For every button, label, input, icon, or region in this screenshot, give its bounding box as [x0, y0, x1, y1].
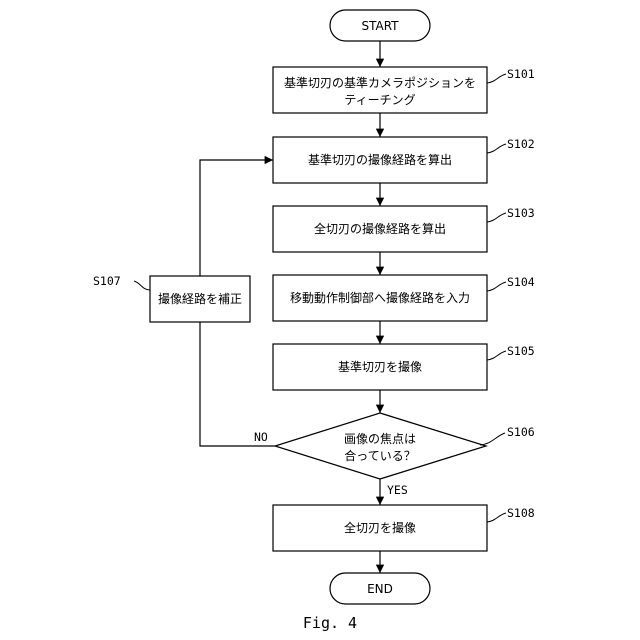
step-s101-line2: ティーチング — [344, 93, 415, 107]
step-id-s107: S107 — [93, 274, 121, 288]
step-id-s101: S101 — [507, 67, 535, 81]
leader-s101 — [487, 74, 506, 83]
leader-s104 — [487, 282, 506, 291]
decision-s106-line2: 合っている？ — [344, 448, 415, 463]
step-id-s105: S105 — [507, 344, 535, 358]
step-s105-text: 基準切刃を撮像 — [338, 359, 422, 374]
decision-s106: 画像の焦点は 合っている？ — [275, 413, 486, 479]
start-label: START — [361, 19, 399, 33]
step-s103: 全切刃の撮像経路を算出 — [273, 206, 487, 252]
step-s102-text: 基準切刃の撮像経路を算出 — [308, 152, 452, 167]
leader-s102 — [487, 144, 506, 153]
figure-caption: Fig. 4 — [303, 614, 357, 632]
step-s101: 基準切刃の基準カメラポジションを ティーチング — [273, 67, 487, 113]
step-s103-text: 全切刃の撮像経路を算出 — [314, 221, 446, 236]
step-s107: 撮像経路を補正 — [150, 276, 250, 322]
step-s101-line1: 基準切刃の基準カメラポジションを — [284, 75, 476, 90]
step-s108: 全切刃を撮像 — [273, 505, 487, 551]
start-terminal: START — [330, 10, 430, 41]
step-s104-text: 移動動作制御部へ撮像経路を入力 — [290, 290, 470, 305]
step-s104: 移動動作制御部へ撮像経路を入力 — [273, 275, 487, 321]
step-s108-text: 全切刃を撮像 — [344, 520, 416, 535]
branch-no-label: NO — [254, 430, 268, 444]
step-s107-text: 撮像経路を補正 — [158, 291, 242, 306]
end-label: END — [367, 582, 393, 596]
step-id-s106: S106 — [507, 425, 535, 439]
leader-s106 — [480, 433, 505, 445]
step-id-s108: S108 — [507, 506, 535, 520]
leader-s108 — [487, 513, 506, 522]
step-s105: 基準切刃を撮像 — [273, 344, 487, 390]
branch-yes-label: YES — [387, 483, 408, 497]
leader-s107 — [134, 281, 150, 290]
step-id-s104: S104 — [507, 275, 535, 289]
end-terminal: END — [330, 573, 430, 604]
leader-s105 — [487, 351, 506, 360]
decision-s106-line1: 画像の焦点は — [344, 432, 416, 446]
leader-s103 — [487, 213, 506, 222]
step-s102: 基準切刃の撮像経路を算出 — [273, 137, 487, 183]
step-id-s103: S103 — [507, 206, 535, 220]
step-id-s102: S102 — [507, 137, 535, 151]
